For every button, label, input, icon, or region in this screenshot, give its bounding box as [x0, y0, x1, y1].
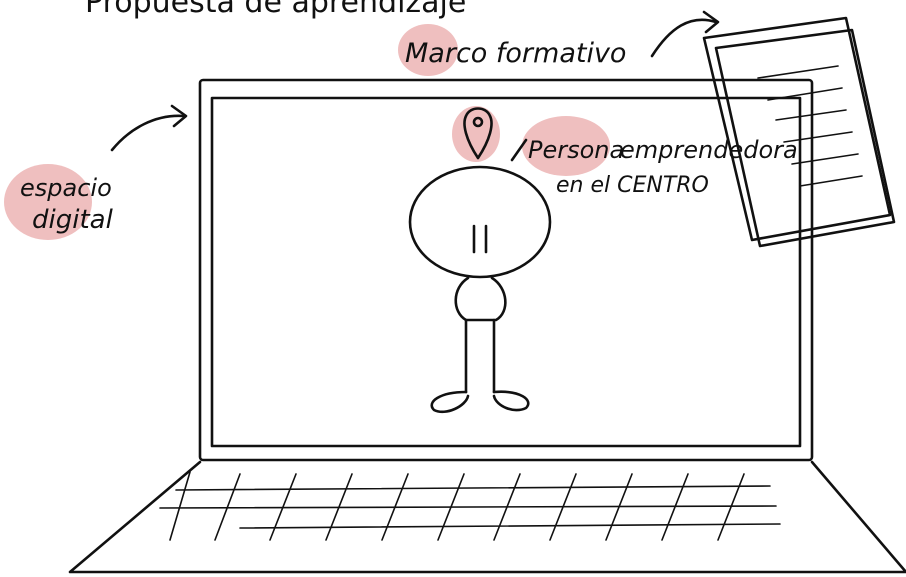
laptop-keyboard-base: [68, 460, 906, 574]
digital-space-arrow-icon: [110, 104, 188, 152]
paper-stack-icon: [702, 16, 896, 248]
pointer-stroke: [510, 138, 528, 162]
center-label: en el CENTRO: [556, 173, 709, 198]
highlight-digital-space: [4, 164, 92, 240]
persona-label: Persona: [528, 136, 624, 164]
figure-foot-left: [430, 390, 470, 414]
framework-label: Marco formativo: [405, 38, 626, 69]
map-pin-icon: [463, 107, 493, 160]
title-fragment-text: Propuesta de aprendizaje: [85, 0, 466, 20]
entrepreneur-figure: [408, 165, 552, 414]
figure-head: [408, 165, 552, 279]
digital-space-label-line1: espacio: [20, 174, 112, 202]
emprendedora-label: emprendedora: [620, 136, 798, 164]
laptop-lid: [198, 78, 814, 462]
laptop-screen: [210, 96, 802, 448]
digital-space-label-line2: digital: [32, 205, 114, 235]
curved-arrow-icon: [650, 10, 720, 58]
figure-foot-right: [492, 390, 530, 412]
figure-torso: [454, 276, 507, 322]
highlight-persona: [522, 116, 610, 176]
highlight-framework: [398, 24, 458, 76]
